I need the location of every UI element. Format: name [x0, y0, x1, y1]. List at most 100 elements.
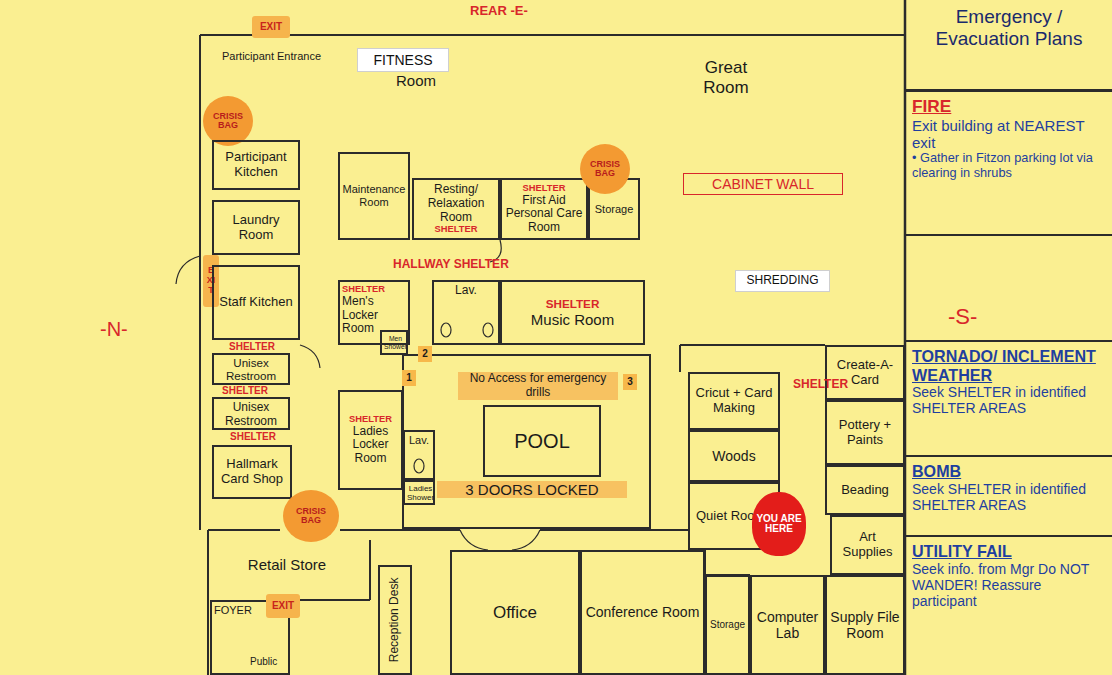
plan-section: UTILITY FAILSeek info. from Mgr Do NOT W… [905, 535, 1112, 675]
map-label: -S- [948, 304, 977, 329]
room-name: Maintenance Room [342, 183, 406, 208]
panel-divider [905, 90, 1112, 235]
wall [199, 35, 201, 530]
crisis-bag-marker: CRISIS BAG [580, 144, 630, 194]
plan-text: TORNADO/ INCLEMENT WEATHER [912, 347, 1105, 384]
room-name: Art Supplies [834, 530, 901, 560]
room-box: Computer Lab [750, 575, 825, 675]
room-box: Unisex Restroom [212, 397, 290, 430]
room-name: EXIT [207, 266, 216, 296]
map-label: REAR -E- [470, 4, 528, 19]
room-name: Music Room [531, 311, 614, 328]
room-name: EXIT [272, 600, 294, 612]
room-name: Men Shower [384, 335, 407, 351]
map-label: HALLWAY SHELTER [393, 258, 509, 272]
map-label: SHELTER [222, 385, 268, 397]
room-label-card: FITNESS [357, 48, 449, 72]
room-name: SHELTER [342, 284, 385, 295]
room-box: Cricut + Card Making [688, 372, 780, 430]
exit-tag: EXIT [266, 594, 300, 618]
room-name: FOYER [214, 604, 252, 617]
room-name: SHELTER [523, 183, 566, 194]
room-box: Staff Kitchen [212, 265, 300, 340]
plan-text: Exit building at NEAREST exit [912, 117, 1105, 152]
room-name: First Aid Personal Care Room [504, 194, 584, 235]
wall [208, 529, 690, 531]
room-box: Storage [705, 575, 750, 675]
room-box: SHELTERMusic Room [500, 280, 645, 345]
map-label: SHELTER [230, 431, 276, 443]
callout-number: 1 [402, 370, 416, 386]
room-name: Woods [712, 448, 755, 464]
room-name: Lav. [455, 284, 477, 298]
room-name: CRISIS BAG [205, 112, 251, 131]
room-name: Lav. [409, 434, 429, 447]
room-name: Reception Desk [388, 578, 402, 663]
room-name: FITNESS [373, 52, 432, 68]
map-label: SHELTER [229, 341, 275, 353]
room-box: Resting/ Relaxation RoomSHELTER [412, 178, 500, 240]
room-name: Beading [841, 483, 889, 498]
map-label: Public [250, 656, 277, 668]
room-name: Supply File Room [829, 609, 901, 641]
room-box: Reception Desk [378, 565, 412, 675]
plan-text: Seek SHELTER in identified SHELTER AREAS [912, 384, 1105, 416]
room-box: Office [450, 550, 580, 675]
room-box: Retail Store [212, 540, 362, 590]
exit-tag: EXIT [252, 16, 290, 38]
room-box: Supply File Room [825, 575, 905, 675]
room-name: CRISIS BAG [285, 507, 337, 526]
room-name: EXIT [260, 21, 282, 33]
room-name: SHELTER [546, 297, 600, 310]
callout-number: 2 [418, 346, 432, 362]
room-name: CRISIS BAG [582, 160, 628, 179]
room-name: Storage [595, 203, 634, 216]
map-label: SHELTER [793, 378, 805, 392]
room-box: Woods [688, 430, 780, 482]
map-label: Participant Entrance [222, 50, 321, 63]
map-label: -N- [100, 318, 128, 341]
room-name: Cricut + Card Making [692, 386, 776, 416]
room-box: Pottery + Paints [825, 400, 905, 465]
room-name: Ladies Shower [407, 484, 434, 502]
room-name: Laundry Room [216, 213, 296, 243]
plan-text: Seek info. from Mgr Do NOT WANDER! Reass… [912, 561, 1105, 609]
room-name: YOU ARE HERE [754, 514, 804, 535]
room-name: Retail Store [248, 556, 326, 573]
room-box: Art Supplies [830, 515, 905, 575]
wall [200, 34, 905, 36]
room-name: Pottery + Paints [829, 418, 901, 448]
room-name: SHELTER [435, 224, 478, 235]
toilet-symbol [414, 459, 424, 473]
room-box: Ladies Shower [403, 480, 435, 505]
plan-section: TORNADO/ INCLEMENT WEATHERSeek SHELTER i… [905, 340, 1112, 455]
plan-text: BOMB [912, 462, 961, 481]
map-label: Great Room [684, 58, 768, 97]
room-name: CABINET WALL [712, 176, 814, 192]
room-name: Computer Lab [754, 609, 821, 641]
room-name: Participant Kitchen [216, 150, 296, 180]
callout-number: 3 [623, 374, 637, 390]
door-swing [300, 345, 320, 368]
room-box: Create-A-Card [825, 345, 905, 400]
door-swing [176, 256, 200, 284]
exit-tag: EXIT [203, 255, 219, 307]
room-box: Beading [825, 465, 905, 515]
plan-text: • Gather in Fitzon parking lot via clear… [912, 151, 1105, 180]
room-name: Unisex Restroom [216, 401, 286, 429]
room-box: POOL [483, 405, 601, 477]
room-box: Lav. [432, 280, 500, 345]
room-box: Hallmark Card Shop [212, 445, 292, 499]
room-box: Conference Room [580, 550, 705, 675]
plan-section: BOMBSeek SHELTER in identified SHELTER A… [905, 455, 1112, 535]
plan-text: UTILITY FAIL [912, 542, 1012, 561]
room-box: Unisex Restroom [212, 353, 290, 385]
warning-note: 3 DOORS LOCKED [437, 481, 627, 498]
room-name: Create-A-Card [829, 358, 901, 388]
room-name: Hallmark Card Shop [216, 457, 288, 487]
crisis-bag-marker: CRISIS BAG [203, 96, 253, 146]
toilet-symbol [441, 323, 451, 337]
room-label-card: SHREDDING [735, 270, 830, 292]
room-name: SHREDDING [746, 274, 818, 288]
toilet-symbol [483, 323, 493, 337]
